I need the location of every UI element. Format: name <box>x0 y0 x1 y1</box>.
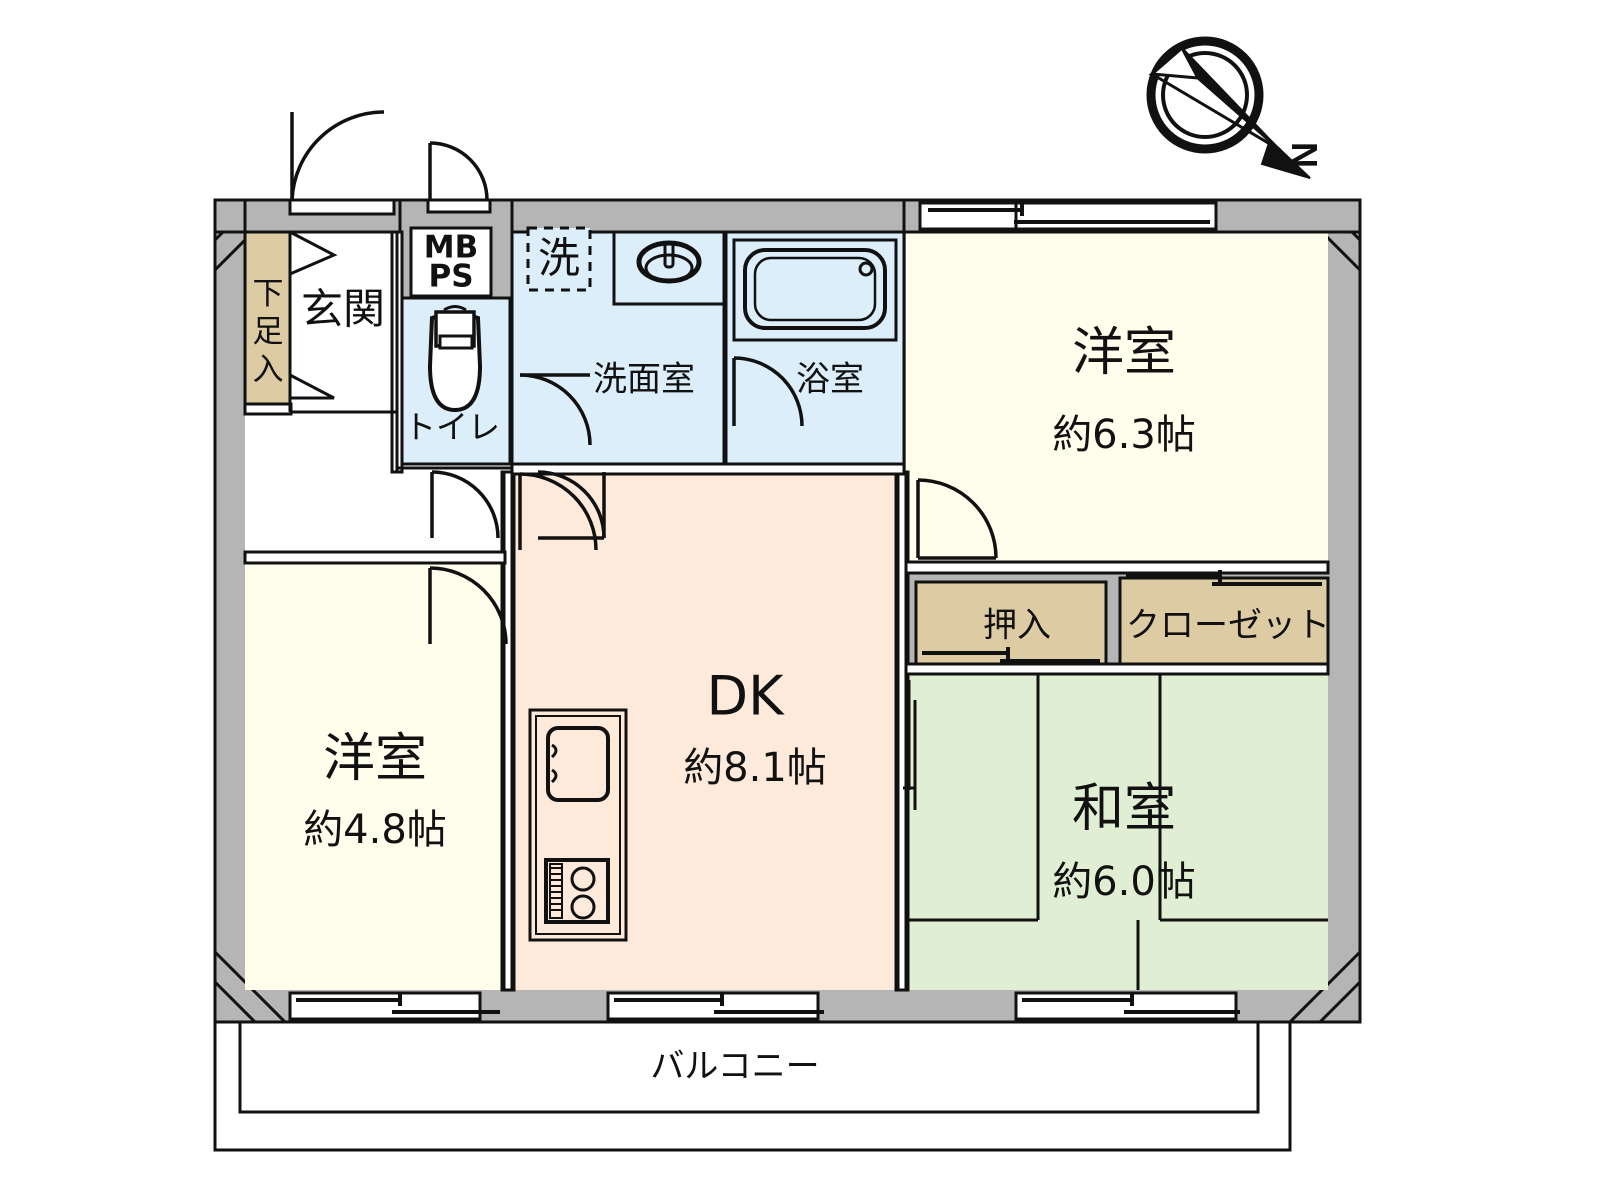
label-balcony: バルコニー <box>650 1047 819 1087</box>
label-mb: MB <box>424 230 478 266</box>
label-washer: 洗 <box>538 234 580 283</box>
washitsu-left-partition <box>903 680 917 810</box>
room-fill-yoshitsu48 <box>245 562 510 990</box>
window-washitsu-bottom <box>1014 991 1240 1021</box>
mbps-box <box>409 226 493 298</box>
room-fill-washitsu <box>906 672 1328 990</box>
burner-2-icon <box>570 894 596 920</box>
door-dk-hall <box>518 472 598 551</box>
door-senmen-inner <box>519 373 592 446</box>
label-bath: 浴室 <box>796 360 864 400</box>
room-labels: 下足入 玄関 MB PS 洗 トイレ 洗面室 浴室 洋室 約6.3帖 押入 クロ… <box>253 230 1331 1087</box>
interior-walls <box>213 198 1362 992</box>
door-yoshitsu48 <box>428 566 508 645</box>
bath-drain-icon <box>858 261 874 277</box>
label-senmen: 洗面室 <box>593 360 695 400</box>
window-dk-bottom <box>606 991 824 1021</box>
closet-sliding-door <box>1126 570 1322 586</box>
door-toilet <box>430 470 500 539</box>
label-oshiire: 押入 <box>983 606 1051 646</box>
shoe-cabinet <box>243 230 292 414</box>
compass-needle-light <box>1148 45 1201 80</box>
label-shoe-cabinet: 下足入 <box>253 276 284 388</box>
kitchen-counter <box>528 708 628 942</box>
toilet-icon <box>427 305 483 413</box>
door-entrance <box>288 110 396 216</box>
window-yoshitsu48-bottom <box>288 991 500 1021</box>
label-ps: PS <box>428 259 473 295</box>
label-closet: クローゼット <box>1126 606 1330 646</box>
label-yoshitsu63: 洋室 <box>1072 323 1176 383</box>
oshiire-sliding-door <box>922 647 1100 663</box>
door-senmen <box>537 470 606 540</box>
fixtures <box>427 240 887 942</box>
label-genkan: 玄関 <box>301 285 385 334</box>
door-mbps <box>426 141 492 214</box>
label-yoshitsu63-area: 約6.3帖 <box>1052 412 1196 458</box>
compass-rose: N <box>1146 36 1325 179</box>
windows <box>288 201 1322 1021</box>
label-yoshitsu48-area: 約4.8帖 <box>303 807 447 853</box>
label-dk-area: 約8.1帖 <box>683 745 827 791</box>
label-dk: DK <box>707 665 786 728</box>
washer-space-box <box>526 226 592 292</box>
faucet-icon <box>663 241 675 269</box>
label-washitsu: 和室 <box>1072 779 1176 839</box>
window-yoshitsu63-top <box>918 201 1218 231</box>
shoe-cabinet-arrows <box>288 230 338 412</box>
door-bath <box>732 356 804 427</box>
label-yoshitsu48: 洋室 <box>323 729 427 789</box>
tatami-lines <box>906 672 1328 990</box>
sink-bowl-icon <box>644 253 694 283</box>
closet-fill-closet <box>1118 576 1330 668</box>
door-yoshitsu63 <box>916 478 998 560</box>
kitchen-sink-icon <box>546 726 610 802</box>
burner-1-icon <box>570 866 596 892</box>
door-swings <box>288 110 998 645</box>
room-fill-yoshitsu63 <box>906 232 1328 570</box>
compass-north-label: N <box>1284 142 1325 168</box>
label-toilet: トイレ <box>404 408 500 446</box>
balcony-outline <box>213 1022 1292 1152</box>
label-washitsu-area: 約6.0帖 <box>1052 859 1196 905</box>
